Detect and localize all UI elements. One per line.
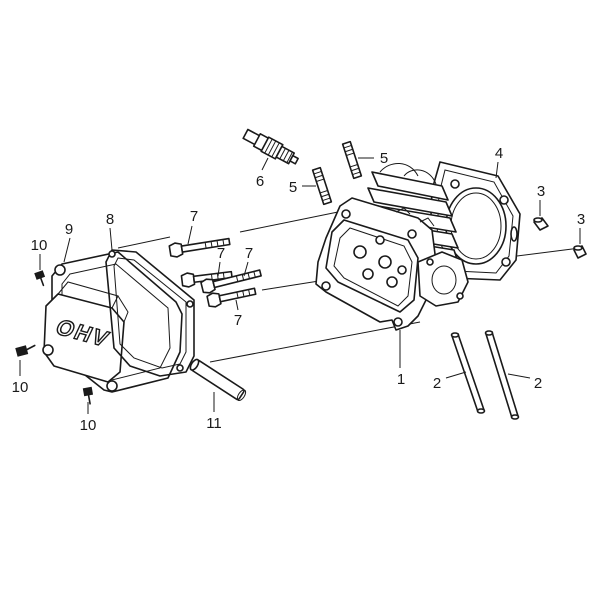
callout-8: 8 bbox=[106, 211, 114, 228]
callout-5-upper: 5 bbox=[380, 150, 388, 167]
callout-5-lower: 5 bbox=[289, 179, 297, 196]
head-bolt-1 bbox=[168, 237, 231, 258]
callout-3-upper: 3 bbox=[537, 183, 545, 200]
callout-7-bottom: 7 bbox=[234, 312, 242, 329]
callout-10-top: 10 bbox=[31, 237, 48, 254]
breather-tube bbox=[189, 358, 247, 402]
callout-3-lower: 3 bbox=[577, 211, 585, 228]
valve-cover-gasket bbox=[105, 249, 195, 377]
callout-6: 6 bbox=[256, 173, 264, 190]
callout-9: 9 bbox=[65, 221, 73, 238]
dowel-pin-upper bbox=[533, 217, 549, 231]
spark-plug bbox=[242, 128, 299, 165]
cylinder-head bbox=[315, 163, 469, 331]
callout-leaders bbox=[19, 157, 581, 414]
callout-10-left: 10 bbox=[12, 379, 29, 396]
dowel-pin-lower bbox=[573, 245, 587, 259]
head-bolt-2 bbox=[180, 270, 233, 288]
callout-7-top: 7 bbox=[190, 208, 198, 225]
callout-2-left: 2 bbox=[433, 375, 441, 392]
head-bolt-3 bbox=[200, 269, 262, 294]
stud-lower bbox=[311, 166, 333, 206]
cover-screw-left bbox=[15, 344, 36, 357]
head-bolt-4 bbox=[206, 287, 257, 308]
push-rod-right bbox=[484, 330, 520, 420]
callout-7-mid-left: 7 bbox=[217, 245, 225, 262]
cover-screw-bottom bbox=[82, 386, 94, 405]
callout-4: 4 bbox=[495, 145, 503, 162]
callout-11: 11 bbox=[206, 415, 222, 432]
callout-1: 1 bbox=[397, 371, 405, 388]
push-rod-left bbox=[450, 332, 486, 414]
callout-numbers: 1 2 2 3 3 4 5 5 6 7 7 7 7 8 9 10 10 10 1… bbox=[12, 145, 586, 434]
stud-upper bbox=[341, 140, 363, 180]
callout-2-right: 2 bbox=[534, 375, 542, 392]
callout-7-mid-right: 7 bbox=[245, 245, 253, 262]
callout-10-bottom: 10 bbox=[80, 417, 97, 434]
cover-screw-top bbox=[34, 270, 46, 287]
valve-cover: OHV bbox=[42, 251, 183, 393]
